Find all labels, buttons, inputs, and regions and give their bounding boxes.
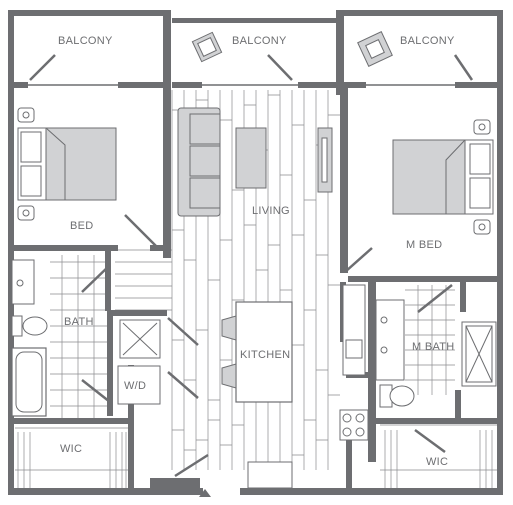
m-bath-label: M BATH (412, 341, 455, 353)
balcony-center-label: BALCONY (232, 35, 287, 47)
balcony-doors (28, 54, 474, 86)
balcony-right-label: BALCONY (400, 35, 455, 47)
kitchen-counters (247, 284, 369, 489)
m-bed-label: M BED (406, 239, 443, 251)
living-floor-planks (115, 90, 340, 470)
sofa-icon (177, 107, 221, 217)
living-label: LIVING (252, 205, 290, 217)
washer-dryer-icon (117, 319, 161, 405)
entry-arrow-icon (199, 489, 211, 497)
armchair-icon (357, 31, 393, 67)
kitchen-label: KITCHEN (240, 349, 291, 361)
wic-right-label: WIC (426, 456, 449, 468)
toilet-icon (11, 315, 23, 337)
bath-label: BATH (64, 316, 94, 328)
door-swings (81, 214, 453, 478)
sink-icon (16, 279, 24, 287)
bath-right-fixtures (375, 299, 497, 408)
wd-label: W/D (124, 380, 147, 392)
coffee-table (235, 127, 267, 189)
bed-right (392, 119, 494, 235)
chair-icon (191, 31, 223, 63)
closet-hatching (15, 424, 498, 488)
kitchen-island (235, 301, 293, 403)
bath-left-fixtures (11, 259, 48, 417)
bed-left (17, 107, 117, 221)
bath-floor-tiles (50, 255, 455, 420)
tv-icon (317, 127, 333, 193)
balcony-left-label: BALCONY (58, 35, 113, 47)
bar-stool-icon (221, 315, 237, 389)
bed-label: BED (70, 220, 94, 232)
sink-icon (380, 316, 388, 324)
wic-left-label: WIC (60, 443, 83, 455)
sink-icon (345, 339, 363, 359)
walls (8, 10, 503, 495)
fridge (247, 461, 293, 489)
